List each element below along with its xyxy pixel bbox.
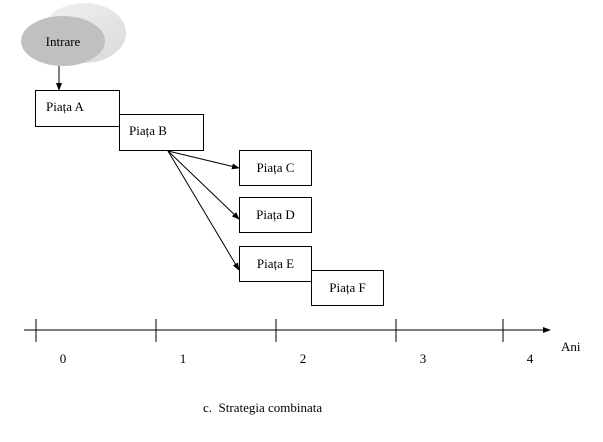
axis-tick-label-4: 4 <box>526 351 534 366</box>
axis-tick-label-2: 2 <box>299 351 307 366</box>
axis-label: Ani <box>561 339 581 354</box>
node-piata-f: Piața F <box>311 270 384 306</box>
node-piata-a: Piața A <box>35 90 120 127</box>
node-piata-a-label: Piața A <box>46 99 84 114</box>
node-piata-c: Piața C <box>239 150 312 186</box>
figure-caption: c. Strategia combinata <box>203 400 323 415</box>
node-piata-e-label: Piața E <box>256 256 295 271</box>
entry-ellipse <box>21 16 105 66</box>
arrow-b-to-c <box>167 150 240 170</box>
node-piata-d-label: Piața D <box>256 207 295 222</box>
axis-tick-label-3: 3 <box>419 351 427 366</box>
entry-label: Intrare <box>45 34 81 49</box>
node-piata-b-label: Piața B <box>129 122 167 138</box>
node-piata-c-label: Piața C <box>256 160 295 175</box>
arrow-b-to-e <box>167 150 240 271</box>
arrow-b-to-d <box>167 150 240 220</box>
node-piata-f-label: Piața F <box>329 280 366 295</box>
node-piata-e: Piața E <box>239 246 312 282</box>
node-piata-b: Piața B <box>119 114 204 151</box>
axis-tick-label-1: 1 <box>179 351 187 366</box>
axis-tick-label-0: 0 <box>59 351 67 366</box>
node-piata-d: Piața D <box>239 197 312 233</box>
